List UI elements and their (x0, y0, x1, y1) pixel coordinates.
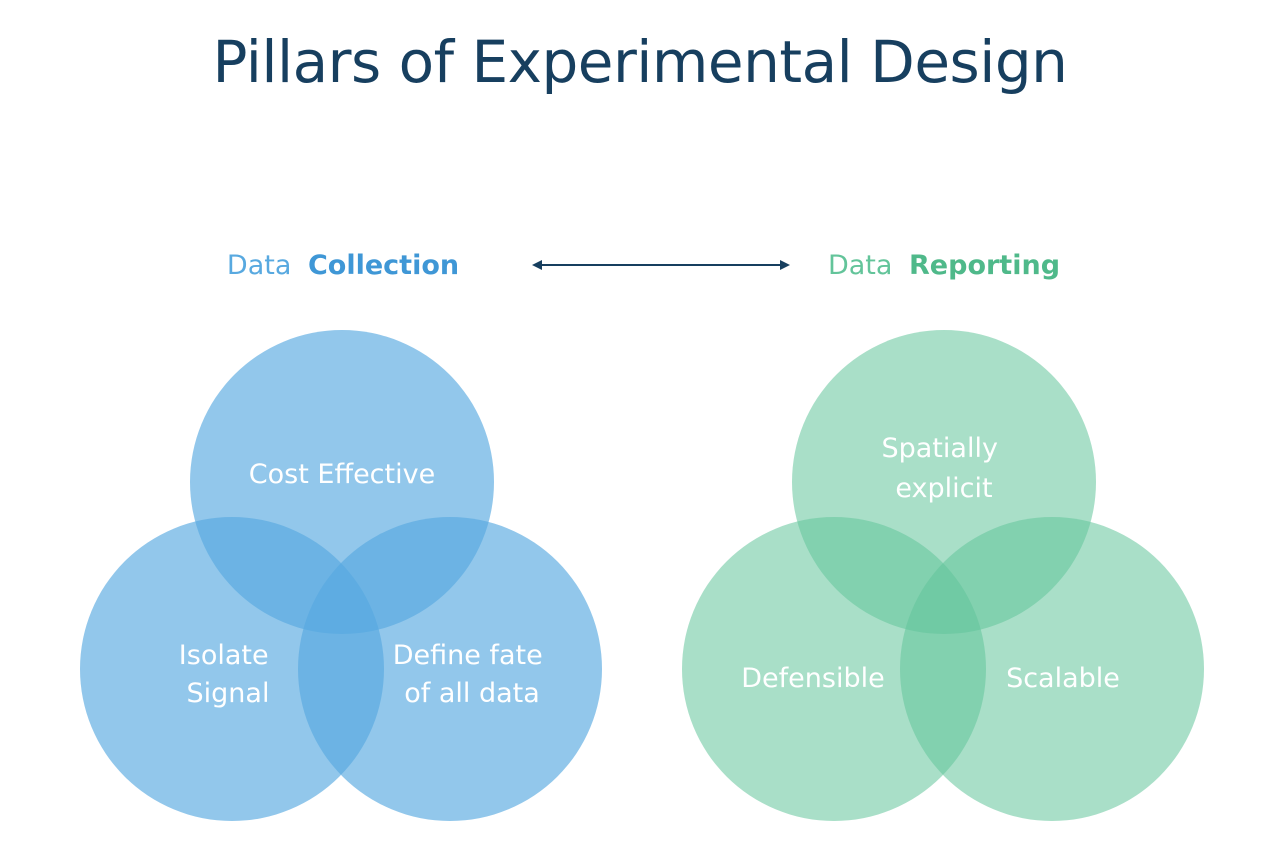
circle-label-line: explicit (895, 473, 992, 504)
circle-label-cost-effective: Cost Effective (249, 459, 435, 490)
collection-heading-bold: Collection (308, 250, 459, 281)
page-title: Pillars of Experimental Design (212, 28, 1068, 96)
reporting-heading: Data Reporting (828, 250, 1060, 281)
collection-heading: Data Collection (227, 250, 459, 281)
circle-label-line: Signal (187, 678, 270, 709)
defensible-circle (682, 517, 986, 821)
circle-label-line: Spatially (881, 433, 997, 464)
reporting-heading-prefix: Data (828, 250, 892, 281)
circle-label-isolate-signal: Isolate Signal (179, 640, 277, 709)
reporting-heading-bold: Reporting (909, 250, 1060, 281)
circle-label-line: of all data (404, 678, 540, 709)
define-fate-circle (298, 517, 602, 821)
circle-label-line: Define fate (393, 640, 543, 671)
circle-label-line: Scalable (1006, 663, 1120, 694)
circle-label-scalable: Scalable (1006, 663, 1120, 694)
collection-heading-prefix: Data (227, 250, 291, 281)
collection-venn: Cost Effective Isolate Signal Define fat… (80, 330, 602, 821)
circle-label-define-fate: Define fate of all data (393, 640, 552, 709)
scalable-circle (900, 517, 1204, 821)
circle-label-defensible: Defensible (741, 663, 884, 694)
isolate-signal-circle (80, 517, 384, 821)
circle-label-line: Defensible (741, 663, 884, 694)
reporting-venn: Spatially explicit Defensible Scalable (682, 330, 1204, 821)
circle-label-spatially-explicit: Spatially explicit (881, 433, 1006, 504)
circle-label-line: Isolate (179, 640, 269, 671)
circle-label-line: Cost Effective (249, 459, 435, 490)
